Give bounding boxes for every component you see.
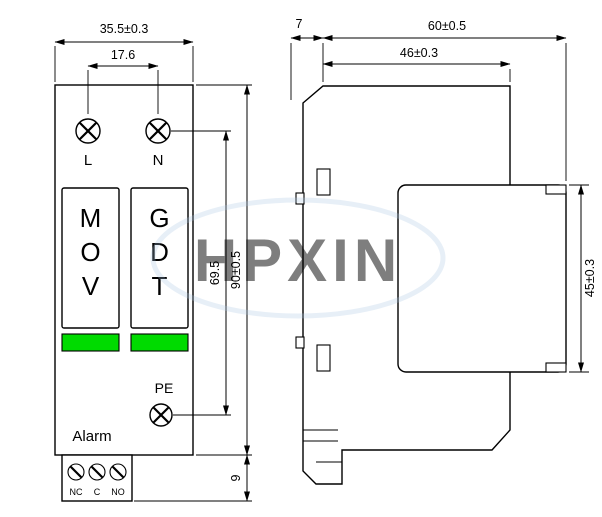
- module-gdt-letter: G: [149, 203, 169, 233]
- dim-overall-width-label: 35.5±0.3: [100, 22, 149, 36]
- dim-screw-spacing-label: 17.6: [111, 48, 135, 62]
- module-gdt-letter: T: [152, 271, 168, 301]
- dim-total-depth-label: 60±0.5: [428, 19, 466, 33]
- terminal-block-screw: [109, 463, 127, 481]
- dim-front-depth: 7: [290, 17, 324, 100]
- terminal-block-label: NC: [70, 487, 83, 497]
- dim-terminal-height-label: 9: [229, 474, 243, 481]
- alarm-label: Alarm: [72, 428, 111, 445]
- terminal-screw-n: [145, 118, 171, 144]
- dim-overall-width: 35.5±0.3: [54, 22, 194, 82]
- watermark: HPXIN: [150, 197, 446, 319]
- module-mov: [61, 187, 120, 329]
- terminal-block-label: C: [94, 487, 101, 497]
- dim-screw-to-pe-label: 69.5: [208, 261, 222, 285]
- dim-terminal-height: 9: [134, 454, 252, 502]
- watermark-swoosh: [150, 197, 446, 319]
- terminal-screw-l: [75, 118, 101, 144]
- pe-screw: [149, 403, 173, 427]
- dim-screw-spacing: 17.6: [87, 48, 159, 114]
- dim-front-depth-label: 7: [296, 17, 303, 31]
- rear-housing: [397, 184, 567, 373]
- dim-body-height-label: 45±0.3: [583, 259, 597, 297]
- dim-height: 90±0.5: [196, 84, 252, 456]
- module-mov-letter: V: [82, 271, 100, 301]
- dim-total-depth: 60±0.5: [322, 19, 567, 181]
- din-clip-detail: [303, 429, 342, 463]
- dim-body-height: 45±0.3: [569, 184, 597, 373]
- watermark-text: HPXIN: [194, 227, 402, 294]
- terminal-block-screw: [88, 463, 106, 481]
- dim-upper-depth-label: 46±0.3: [400, 46, 438, 60]
- indicator-mov: [61, 333, 120, 352]
- housing-step-bottom: [545, 362, 567, 373]
- side-window-lower: [316, 344, 331, 372]
- front-view: L N M O V G D T PE Alarm NC: [54, 22, 252, 502]
- dim-upper-depth: 46±0.3: [322, 46, 511, 82]
- pe-label: PE: [155, 380, 174, 396]
- housing-step-top: [545, 184, 567, 195]
- side-view: 7 60±0.5 46±0.3 45±0.3: [290, 17, 597, 485]
- terminal-label-n: N: [153, 152, 164, 169]
- module-mov-letter: O: [80, 237, 100, 267]
- indicator-gdt: [130, 333, 189, 352]
- terminal-label-l: L: [84, 152, 92, 169]
- terminal-block-label: NO: [111, 487, 125, 497]
- din-notch-lower: [295, 336, 305, 349]
- terminal-block-screw: [67, 463, 85, 481]
- module-gdt: [130, 187, 189, 329]
- dim-screw-to-pe: 69.5: [171, 130, 231, 416]
- dim-height-label: 90±0.5: [229, 251, 243, 289]
- module-mov-letter: M: [80, 203, 102, 233]
- side-window-upper: [316, 168, 331, 196]
- din-notch-upper: [295, 192, 305, 205]
- module-gdt-letter: D: [150, 237, 169, 267]
